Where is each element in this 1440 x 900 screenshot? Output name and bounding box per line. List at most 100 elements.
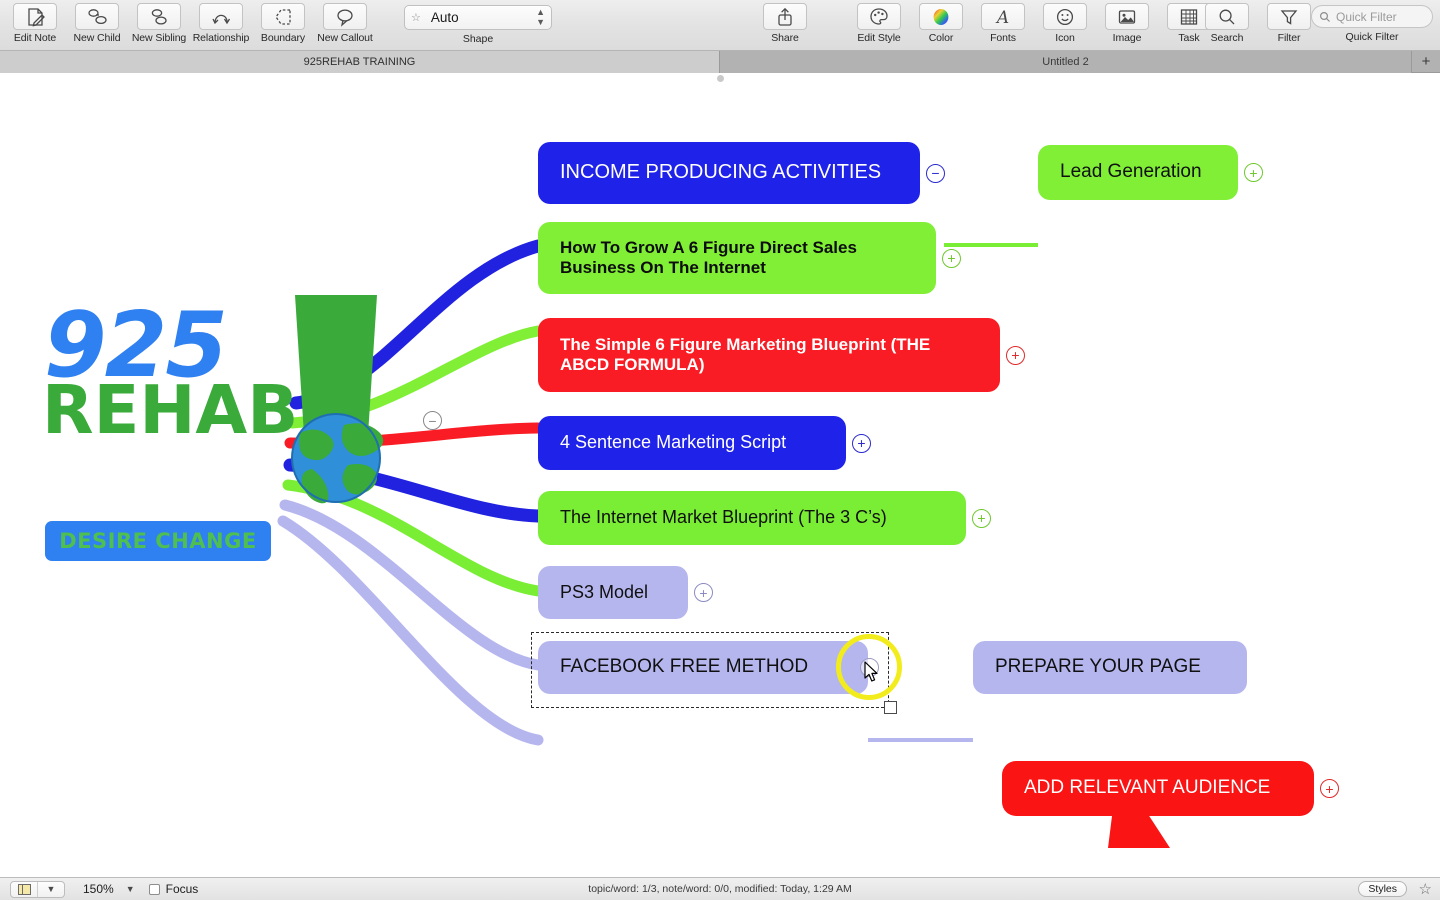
boundary-icon: [275, 8, 291, 25]
chevron-updown-icon[interactable]: ▲▼: [536, 7, 545, 27]
node-toggle-3cs[interactable]: +: [972, 508, 991, 528]
zoom-level[interactable]: 150%: [83, 882, 114, 896]
color-button[interactable]: Color: [910, 3, 972, 44]
new-tab-button[interactable]: +: [1412, 51, 1440, 72]
font-a-icon-button[interactable]: A: [981, 3, 1025, 30]
node-toggle-script[interactable]: +: [852, 433, 871, 453]
new-child-icon: [88, 8, 107, 24]
shape-dropdown[interactable]: ☆ Auto ▲▼: [404, 5, 552, 30]
node-label: 4 Sentence Marketing Script: [560, 432, 787, 453]
share-upload-icon-button[interactable]: [763, 3, 807, 30]
callout-bubble-icon-button[interactable]: [323, 3, 367, 30]
picture-icon: [1118, 9, 1136, 24]
toolbar-item-label: Share: [771, 32, 799, 44]
color-wheel-icon: [933, 8, 949, 25]
toolbar-item-label: Edit Note: [13, 32, 57, 44]
mindmap-node-ps3[interactable]: PS3 Model: [538, 566, 688, 619]
relationship-arrow-icon-button[interactable]: [199, 3, 243, 30]
edit-note-button[interactable]: Edit Note: [4, 3, 66, 44]
logo-word: REHAB: [42, 371, 299, 449]
styles-button[interactable]: Styles: [1358, 881, 1407, 897]
tab-label: Untitled 2: [1042, 56, 1089, 68]
tab-untitled-2[interactable]: Untitled 2: [720, 51, 1412, 73]
mindmap-node-script[interactable]: 4 Sentence Marketing Script: [538, 416, 846, 470]
status-bar: ▼ 150% ▼ Focus topic/word: 1/3, note/wor…: [0, 877, 1440, 900]
palette-icon-button[interactable]: [857, 3, 901, 30]
funnel-icon: [1280, 9, 1298, 25]
search-magnifier-icon: [1219, 9, 1235, 24]
node-label: The Simple 6 Figure Marketing Blueprint …: [560, 334, 931, 374]
filter-button[interactable]: Filter: [1258, 3, 1320, 44]
quick-filter-input[interactable]: Quick Filter: [1311, 5, 1433, 28]
panel-layout-icon[interactable]: [11, 882, 37, 897]
star-outline-icon[interactable]: ☆: [1418, 881, 1432, 898]
mindmap-node-fbfree[interactable]: FACEBOOK FREE METHOD: [538, 641, 868, 694]
icon-button[interactable]: Icon: [1034, 3, 1096, 44]
toolbar-item-label: Filter: [1277, 32, 1301, 44]
boundary-button[interactable]: Boundary: [252, 3, 314, 44]
mindmap-node-audience[interactable]: ADD RELEVANT AUDIENCE: [1002, 761, 1314, 816]
share-button[interactable]: Share: [754, 3, 816, 44]
mindmap-canvas[interactable]: 925 REHAB DESIRE CHANGE − INCOME PRODUCI…: [0, 73, 1440, 877]
task-button[interactable]: Task: [1158, 3, 1220, 44]
chevron-down-icon[interactable]: ▼: [46, 884, 56, 894]
toolbar-item-label: New Child: [73, 32, 121, 44]
quick-filter-placeholder: Quick Filter: [1336, 9, 1397, 24]
focus-checkbox[interactable]: [148, 883, 160, 895]
search-button[interactable]: Search: [1196, 3, 1258, 44]
node-toggle-lead[interactable]: +: [1244, 163, 1263, 182]
toolbar-item-label: Color: [928, 32, 954, 44]
layout-mode-control[interactable]: ▼: [10, 880, 65, 898]
divider: [37, 881, 38, 897]
shape-value: Auto: [430, 10, 459, 25]
new-sibling-icon-button[interactable]: [137, 3, 181, 30]
image-button[interactable]: Image: [1096, 3, 1158, 44]
arrow-cursor-icon: [864, 661, 878, 682]
node-toggle-grow6fig[interactable]: +: [942, 248, 961, 268]
mindmap-node-lead[interactable]: Lead Generation: [1038, 145, 1238, 200]
palette-icon: [870, 7, 888, 25]
smiley-icon-button[interactable]: [1043, 3, 1087, 30]
new-callout-button[interactable]: New Callout: [314, 3, 376, 44]
mindmap-node-grow6fig[interactable]: How To Grow A 6 Figure Direct Sales Busi…: [538, 222, 936, 294]
funnel-icon-button[interactable]: [1267, 3, 1311, 30]
edit-style-button[interactable]: Edit Style: [848, 3, 910, 44]
callout-bubble-icon: [337, 8, 353, 27]
node-toggle-abcd[interactable]: +: [1006, 345, 1025, 365]
root-collapse-toggle[interactable]: −: [423, 411, 442, 430]
note-edit-icon-button[interactable]: [13, 3, 57, 30]
relationship-button[interactable]: Relationship: [190, 3, 252, 44]
picture-icon-button[interactable]: [1105, 3, 1149, 30]
new-child-icon-button[interactable]: [75, 3, 119, 30]
mindmap-node-3cs[interactable]: The Internet Market Blueprint (The 3 C’s…: [538, 491, 966, 545]
mindmap-node-prepare[interactable]: PREPARE YOUR PAGE: [973, 641, 1247, 694]
zoom-chevron-down-icon[interactable]: ▼: [125, 884, 135, 894]
node-label: FACEBOOK FREE METHOD: [560, 656, 809, 678]
new-sibling-button[interactable]: New Sibling: [128, 3, 190, 44]
tab-925rehab-training[interactable]: 925REHAB TRAINING: [0, 51, 720, 73]
search-magnifier-icon: [1319, 11, 1330, 22]
root-node-logo[interactable]: 925 REHAB DESIRE CHANGE: [40, 293, 340, 561]
boundary-icon-button[interactable]: [261, 3, 305, 30]
mindmap-node-income[interactable]: INCOME PRODUCING ACTIVITIES: [538, 142, 920, 204]
node-toggle-income[interactable]: −: [926, 163, 945, 183]
node-toggle-audience[interactable]: +: [1320, 779, 1339, 798]
grid-table-icon-button[interactable]: [1167, 3, 1211, 30]
smiley-icon: [1056, 8, 1074, 25]
document-status-text: topic/word: 1/3, note/word: 0/0, modifie…: [588, 883, 852, 895]
globe-earth-icon: [291, 413, 384, 504]
new-child-button[interactable]: New Child: [66, 3, 128, 44]
star-icon: ☆: [411, 12, 421, 24]
mindmap-node-abcd[interactable]: The Simple 6 Figure Marketing Blueprint …: [538, 318, 1000, 392]
color-wheel-icon-button[interactable]: [919, 3, 963, 30]
canvas-top-handle[interactable]: [717, 75, 724, 82]
node-toggle-ps3[interactable]: +: [694, 583, 713, 602]
search-magnifier-icon-button[interactable]: [1205, 3, 1249, 30]
resize-handle-icon[interactable]: [884, 701, 897, 714]
share-upload-icon: [778, 7, 792, 26]
branch-facebook: [277, 515, 544, 746]
toolbar-item-label: New Callout: [317, 32, 373, 44]
grid-table-icon: [1180, 8, 1198, 25]
quick-filter-control: Quick Filter Quick Filter: [1311, 5, 1433, 43]
